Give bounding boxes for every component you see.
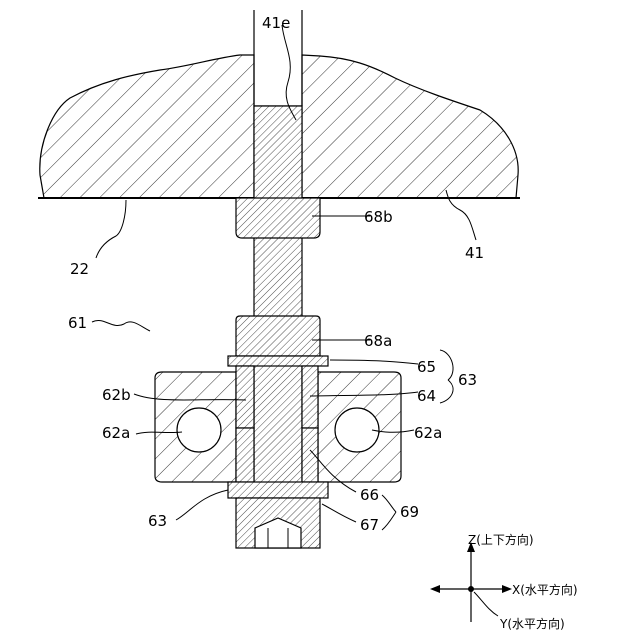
label-62a-right: 62a xyxy=(414,424,442,442)
label-69: 69 xyxy=(400,503,419,521)
label-62b: 62b xyxy=(102,386,131,404)
label-68b: 68b xyxy=(364,208,393,226)
label-68a: 68a xyxy=(364,332,392,350)
coordinate-axes: Z(上下方向) X(水平方向) Y(水平方向) xyxy=(430,532,578,631)
nut-68b xyxy=(236,198,320,238)
label-41e: 41e xyxy=(262,14,290,32)
label-63-left: 63 xyxy=(148,512,167,530)
label-41: 41 xyxy=(465,244,484,262)
block-62-right xyxy=(318,372,401,482)
hole-62a-left xyxy=(177,408,221,452)
label-67: 67 xyxy=(360,516,379,534)
label-66: 66 xyxy=(360,486,379,504)
washer-65 xyxy=(228,356,328,366)
label-64: 64 xyxy=(417,387,436,405)
axis-label-x: X(水平方向) xyxy=(512,582,578,597)
axis-label-z: Z(上下方向) xyxy=(468,532,534,547)
nut-67 xyxy=(236,498,320,548)
label-61: 61 xyxy=(68,314,87,332)
label-65: 65 xyxy=(417,358,436,376)
bolt-shaft xyxy=(254,106,302,498)
label-62a-left: 62a xyxy=(102,424,130,442)
block-62-left xyxy=(155,372,236,482)
label-22: 22 xyxy=(70,260,89,278)
nut-68a xyxy=(236,316,320,356)
label-63-right: 63 xyxy=(458,371,477,389)
axis-label-y: Y(水平方向) xyxy=(499,616,565,631)
